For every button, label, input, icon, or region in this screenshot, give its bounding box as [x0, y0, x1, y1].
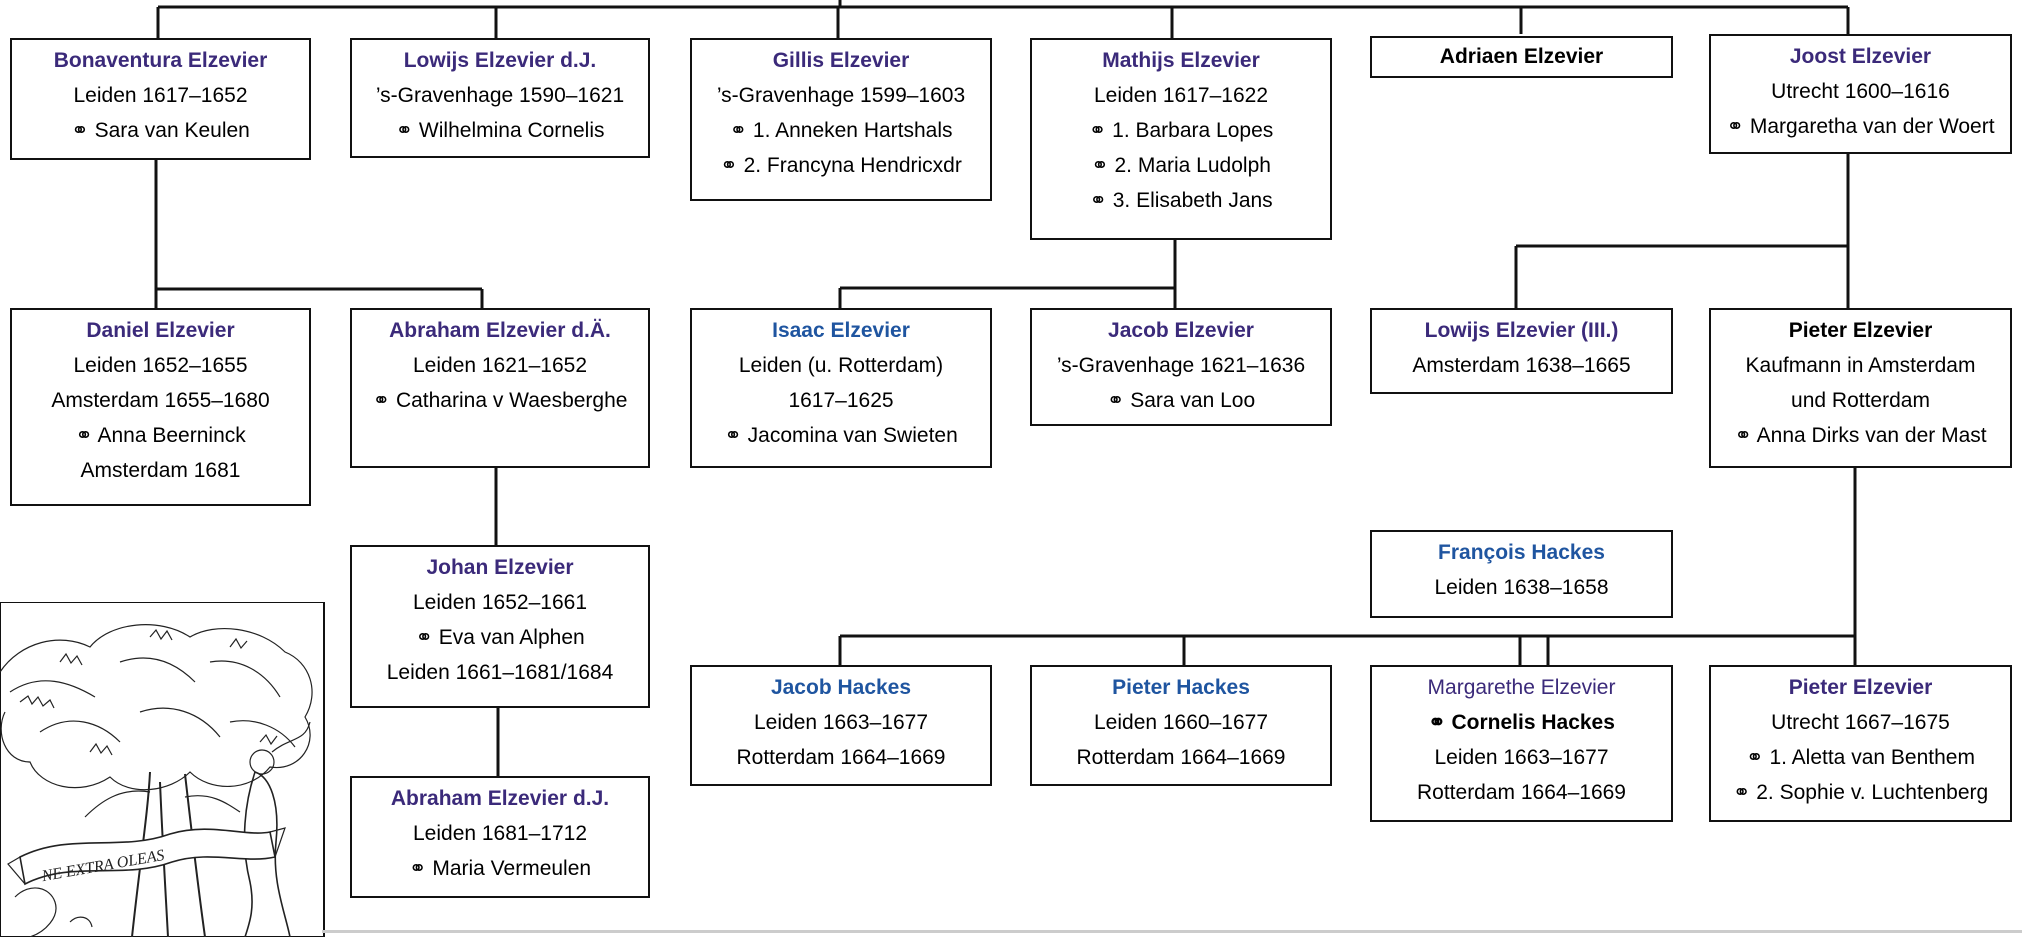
person-name: Bonaventura Elzevier [53, 49, 268, 72]
person-name: Johan Elzevier [426, 556, 574, 579]
printer-emblem-engraving: NE EXTRA OLEAS [0, 602, 325, 937]
person-detail: Leiden 1660–1677 [1093, 711, 1268, 734]
person-detail: ’s-Gravenhage 1590–1621 [375, 84, 625, 107]
person-detail: ⚭ Maria Vermeulen [408, 857, 592, 880]
person-detail: ’s-Gravenhage 1621–1636 [1056, 354, 1306, 377]
person-name: Abraham Elzevier d.J. [390, 787, 610, 810]
person-detail: Leiden 1663–1677 [753, 711, 928, 734]
person-name: Pieter Hackes [1112, 676, 1250, 699]
person-detail: Leiden (u. Rotterdam) [738, 354, 944, 377]
person-detail: Leiden 1652–1655 [73, 354, 248, 377]
person-name: Lowijs Elzevier (III.) [1424, 319, 1619, 342]
person-name: Pieter Elzevier [1788, 319, 1933, 342]
person-card-isaac: Isaac Elzevier Leiden (u. Rotterdam) 161… [690, 308, 992, 468]
person-detail: Leiden 1652–1661 [412, 591, 587, 614]
person-name: Jacob Hackes [770, 676, 912, 699]
person-detail: Amsterdam 1681 [80, 459, 241, 482]
person-detail: Leiden 1617–1652 [73, 84, 248, 107]
person-detail: Leiden 1621–1652 [412, 354, 587, 377]
person-card-pieter-elzevier-utrecht: Pieter Elzevier Utrecht 1667–1675 ⚭ 1. A… [1709, 665, 2012, 822]
person-name: Gillis Elzevier [772, 49, 910, 72]
person-detail: ⚭ Wilhelmina Cornelis [395, 119, 605, 142]
person-name: Abraham Elzevier d.Ä. [389, 319, 611, 342]
person-name: Mathijs Elzevier [1102, 49, 1260, 72]
person-card-mathijs: Mathijs Elzevier Leiden 1617–1622 ⚭ 1. B… [1030, 38, 1332, 240]
person-name: Jacob Elzevier [1108, 319, 1254, 342]
person-detail: ⚭ 3. Elisabeth Jans [1089, 189, 1273, 212]
bottom-divider [322, 930, 2022, 933]
person-card-pieter-elzevier-merchant: Pieter Elzevier Kaufmann in Amsterdam un… [1709, 308, 2012, 468]
person-card-margarethe: Margarethe Elzevier ⚭ Cornelis Hackes Le… [1370, 665, 1673, 822]
person-detail: Utrecht 1667–1675 [1771, 711, 1950, 734]
person-name: François Hackes [1438, 541, 1605, 564]
person-card-daniel: Daniel Elzevier Leiden 1652–1655 Amsterd… [10, 308, 311, 506]
person-name: Adriaen Elzevier [1439, 45, 1604, 68]
person-card-abraham-dj: Abraham Elzevier d.J. Leiden 1681–1712 ⚭… [350, 776, 650, 898]
person-detail: ⚭ 2. Maria Ludolph [1091, 154, 1271, 177]
person-detail: ’s-Gravenhage 1599–1603 [716, 84, 966, 107]
person-detail: Utrecht 1600–1616 [1771, 80, 1950, 103]
person-name: Lowijs Elzevier d.J. [403, 49, 597, 72]
person-detail: ⚭ 1. Barbara Lopes [1088, 119, 1274, 142]
person-card-johan: Johan Elzevier Leiden 1652–1661 ⚭ Eva va… [350, 545, 650, 708]
person-detail: ⚭ Margaretha van der Woert [1726, 115, 1995, 138]
person-card-francois-hackes: François Hackes Leiden 1638–1658 [1370, 530, 1673, 618]
person-detail: ⚭ Eva van Alphen [415, 626, 585, 649]
person-card-gillis: Gillis Elzevier ’s-Gravenhage 1599–1603 … [690, 38, 992, 201]
person-detail: Rotterdam 1664–1669 [1076, 746, 1286, 769]
person-detail: ⚭ 2. Sophie v. Luchtenberg [1732, 781, 1989, 804]
person-detail: Amsterdam 1655–1680 [51, 389, 270, 412]
person-name: Pieter Elzevier [1788, 676, 1933, 699]
person-detail: ⚭ 2. Francyna Hendricxdr [720, 154, 962, 177]
person-card-jacob-hackes: Jacob Hackes Leiden 1663–1677 Rotterdam … [690, 665, 992, 786]
person-card-joost: Joost Elzevier Utrecht 1600–1616 ⚭ Marga… [1709, 34, 2012, 154]
person-detail: ⚭ Jacomina van Swieten [724, 424, 958, 447]
person-card-lowijs-iii: Lowijs Elzevier (III.) Amsterdam 1638–16… [1370, 308, 1673, 394]
person-card-jacob-elzevier: Jacob Elzevier ’s-Gravenhage 1621–1636 ⚭… [1030, 308, 1332, 426]
person-detail: Amsterdam 1638–1665 [1412, 354, 1631, 377]
person-detail: Leiden 1617–1622 [1093, 84, 1268, 107]
person-detail: ⚭ Anna Dirks van der Mast [1734, 424, 1987, 447]
person-card-abraham-da: Abraham Elzevier d.Ä. Leiden 1621–1652 ⚭… [350, 308, 650, 468]
person-detail: ⚭ 1. Aletta van Benthem [1746, 746, 1975, 769]
person-name: Margarethe Elzevier [1427, 676, 1616, 699]
person-detail: Kaufmann in Amsterdam [1745, 354, 1976, 377]
person-detail: Leiden 1638–1658 [1434, 576, 1609, 599]
person-detail: 1617–1625 [788, 389, 894, 412]
person-card-adriaen: Adriaen Elzevier [1370, 36, 1673, 78]
person-detail: ⚭ Sara van Keulen [71, 119, 250, 142]
person-card-lowijs-dj: Lowijs Elzevier d.J. ’s-Gravenhage 1590–… [350, 38, 650, 158]
person-name: Daniel Elzevier [86, 319, 235, 342]
person-detail: Leiden 1681–1712 [412, 822, 587, 845]
person-card-bonaventura: Bonaventura Elzevier Leiden 1617–1652 ⚭ … [10, 38, 311, 160]
person-detail: ⚭ 1. Anneken Hartshals [729, 119, 953, 142]
person-detail: ⚭ Catharina v Waesberghe [372, 389, 628, 412]
person-name: Isaac Elzevier [772, 319, 910, 342]
person-card-pieter-hackes: Pieter Hackes Leiden 1660–1677 Rotterdam… [1030, 665, 1332, 786]
person-detail: Leiden 1663–1677 [1434, 746, 1609, 769]
person-detail: Rotterdam 1664–1669 [736, 746, 946, 769]
person-detail: und Rotterdam [1791, 389, 1930, 412]
person-detail: ⚭ Anna Beerninck [75, 424, 246, 447]
person-detail: Leiden 1661–1681/1684 [386, 661, 614, 684]
person-detail: Rotterdam 1664–1669 [1417, 781, 1626, 804]
person-detail: ⚭ Sara van Loo [1106, 389, 1256, 412]
person-name: Joost Elzevier [1789, 45, 1932, 68]
person-detail: ⚭ Cornelis Hackes [1428, 711, 1615, 734]
